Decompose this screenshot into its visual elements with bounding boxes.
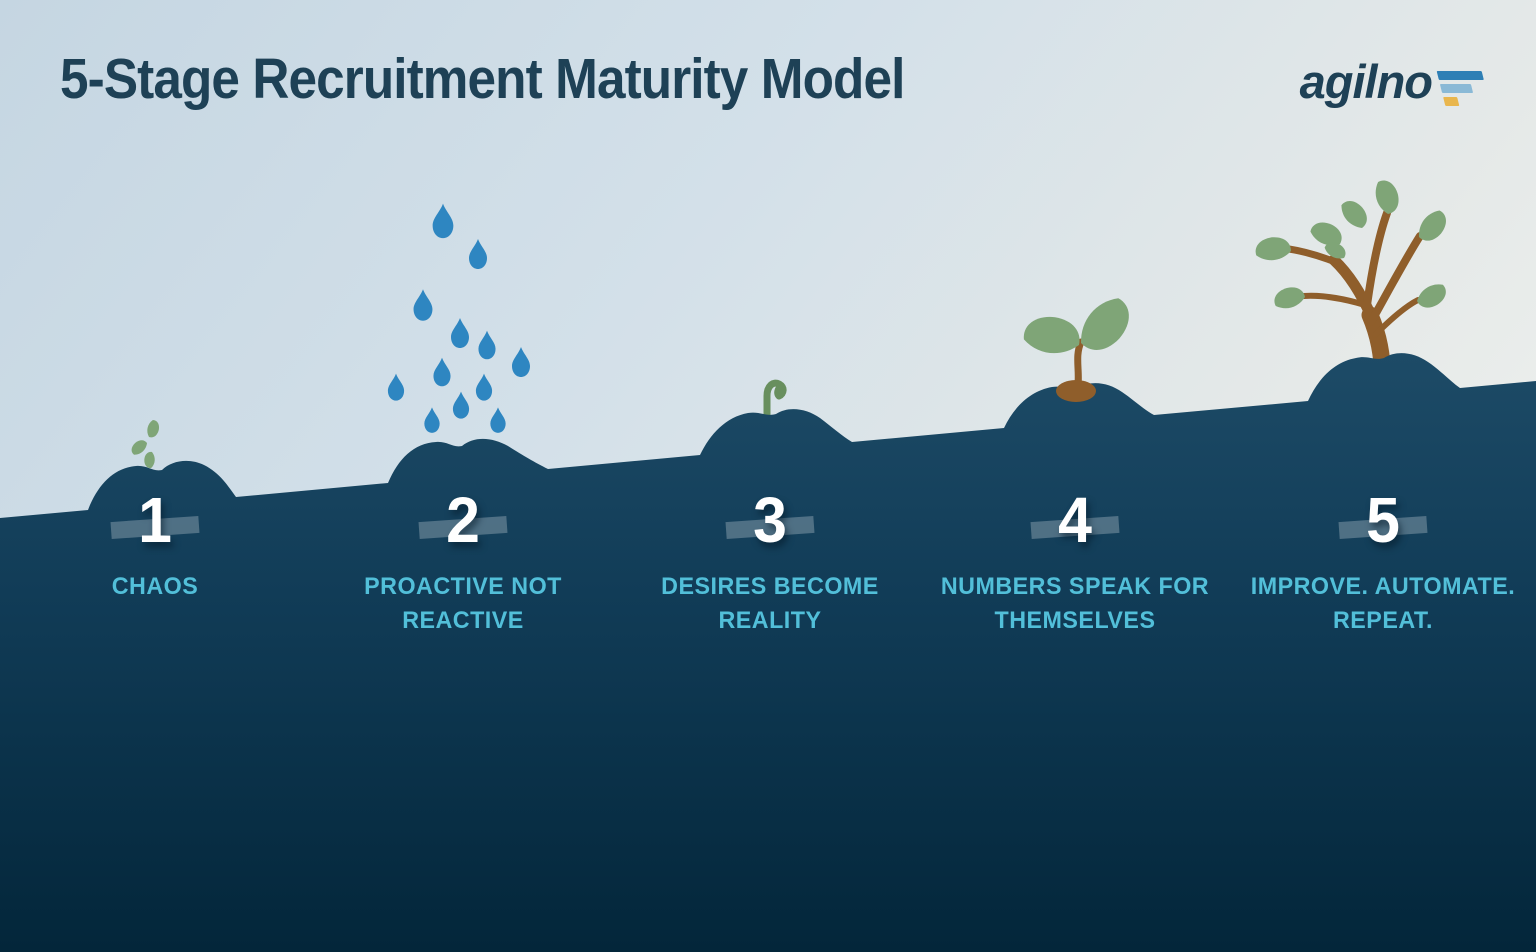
- stage-label: NUMBERS SPEAK FOR THEMSELVES: [940, 573, 1210, 634]
- stage-number: 3: [753, 484, 787, 556]
- young-tree-icon: [1253, 179, 1453, 387]
- stage-label: IMPROVE. AUTOMATE. REPEAT.: [1250, 573, 1516, 634]
- logo-wordmark: agilno: [1299, 55, 1433, 108]
- logo-bar-blue: [1436, 71, 1484, 80]
- stage-4: 4 NUMBERS SPEAK FOR THEMSELVES: [925, 488, 1225, 638]
- stage-5: 5 IMPROVE. AUTOMATE. REPEAT.: [1233, 488, 1533, 638]
- agilno-logo: agilno: [1300, 58, 1486, 106]
- falling-seeds-icon: [129, 418, 163, 470]
- page-title: 5-Stage Recruitment Maturity Model: [60, 47, 905, 111]
- sprout-icon: [763, 379, 787, 428]
- rain-drops-icon: [387, 203, 530, 433]
- stage-label: CHAOS: [111, 573, 199, 600]
- stage-number: 2: [446, 484, 480, 556]
- stage-label: PROACTIVE NOT REACTIVE: [364, 573, 562, 634]
- stage-number: 5: [1366, 484, 1400, 556]
- stage-label: DESIRES BECOME REALITY: [661, 573, 879, 634]
- stage-3: 3 DESIRES BECOME REALITY: [620, 488, 920, 638]
- seedling-icon: [1019, 294, 1140, 396]
- logo-bar-lightblue: [1439, 84, 1474, 93]
- stage-number: 4: [1058, 484, 1092, 556]
- stage-number: 1: [138, 484, 172, 556]
- seedling-bulb: [1056, 380, 1096, 402]
- logo-bars-icon: [1436, 71, 1491, 106]
- stage-1: 1 CHAOS: [5, 488, 305, 604]
- logo-bar-yellow: [1443, 97, 1460, 106]
- hill-shape: [0, 353, 1536, 952]
- stage-2: 2 PROACTIVE NOT REACTIVE: [313, 488, 613, 638]
